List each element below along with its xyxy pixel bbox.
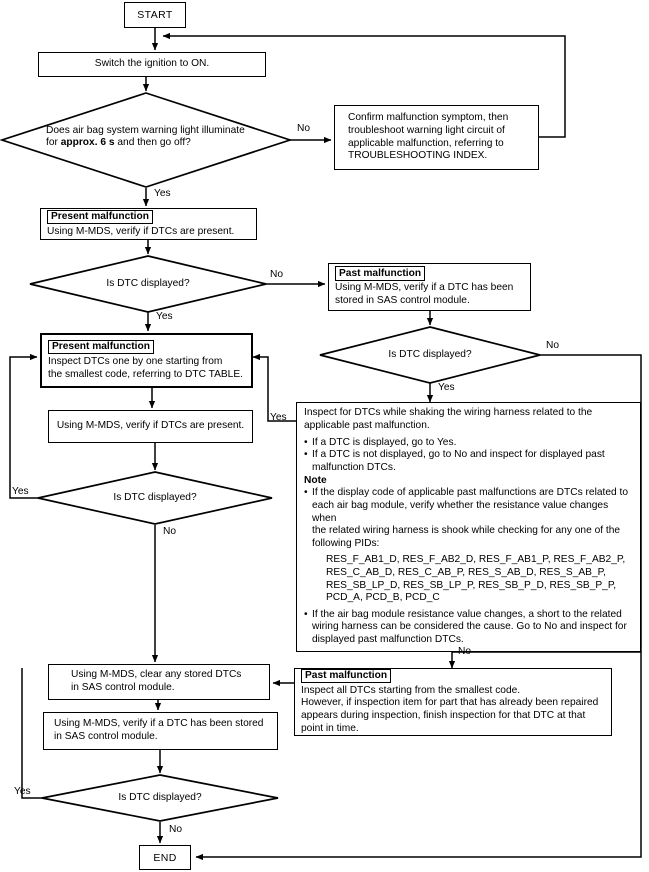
shake-bullet-1: If a DTC is displayed, go to Yes. [304, 437, 633, 450]
decision-dtc-3-label: Is DTC displayed? [113, 492, 197, 503]
edge-label-no-dtc-3: No [163, 526, 177, 537]
clear-line2: in SAS control module. [71, 682, 175, 693]
edge-label-no-warning-light: No [297, 123, 311, 134]
edge-label-yes-warning-light: Yes [154, 188, 171, 199]
confirm-line4: TROUBLESHOOTING INDEX. [348, 150, 488, 162]
note-b2-line2: wiring harness can be considered the cau… [312, 621, 627, 633]
note-b2-line3: displayed past malfunction DTCs. [312, 633, 464, 645]
decision-warning-light-line2-post: and then go off? [114, 137, 191, 149]
present-malfunction-tag-2: Present malfunction [48, 339, 154, 355]
shake-pid-list: RES_F_AB1_D, RES_F_AB2_D, RES_F_AB1_P, R… [304, 554, 633, 604]
edge-label-yes-dtc-3: Yes [12, 486, 29, 497]
shake-note-bullet-1: If the display code of applicable past m… [304, 487, 633, 550]
process-verify-dtcs-present: Using M-MDS, verify if DTCs are present. [48, 410, 253, 443]
shake-para1-line2: applicable past malfunction. [304, 420, 430, 432]
pids-line1: RES_F_AB1_D, RES_F_AB2_D, RES_F_AB1_P, R… [326, 554, 626, 566]
shake-note-bullet-2: If the air bag module resistance value c… [304, 609, 633, 647]
process-past-malfunction-verify: Past malfunction Using M-MDS, verify if … [328, 263, 531, 311]
present-inspect-content: Present malfunction Inspect DTCs one by … [42, 339, 251, 381]
present-inspect-line1: Inspect DTCs one by one starting from [48, 355, 223, 367]
shake-para1-line1: Inspect for DTCs while shaking the wirin… [304, 407, 593, 419]
process-confirm-malfunction: Confirm malfunction symptom, then troubl… [334, 105, 539, 170]
end-label: END [153, 851, 177, 864]
verify-stored-line2: in SAS control module. [54, 731, 158, 742]
confirm-line2: troubleshoot warning light circuit of [348, 124, 505, 136]
process-switch-ignition: Switch the ignition to ON. [38, 52, 266, 77]
edge-label-yes-dtc-4: Yes [14, 786, 31, 797]
past-verify-line1: Using M-MDS, verify if a DTC has been [335, 282, 514, 294]
clear-dtcs-text: Using M-MDS, clear any stored DTCs in SA… [49, 669, 269, 694]
note-b1-line2: each air bag module, verify whether the … [312, 500, 609, 524]
process-clear-dtcs: Using M-MDS, clear any stored DTCs in SA… [48, 664, 270, 700]
clear-line1: Using M-MDS, clear any stored DTCs [71, 669, 242, 681]
switch-ignition-text: Switch the ignition to ON. [94, 58, 210, 70]
past-inspect-line2: However, if inspection item for part tha… [301, 697, 599, 709]
edge-label-yes-dtc-2: Yes [438, 382, 455, 393]
past-inspect-line4: point in time. [301, 722, 359, 734]
edge-label-yes-dtc-1: Yes [156, 311, 173, 322]
verify-dtcs-present-text: Using M-MDS, verify if DTCs are present. [56, 420, 245, 432]
process-present-malfunction-verify: Present malfunction Using M-MDS, verify … [40, 208, 257, 240]
decision-warning-light-line1: Does air bag system warning light illumi… [46, 125, 245, 136]
past-malfunction-tag-2: Past malfunction [301, 668, 392, 684]
past-malfunction-tag-1: Past malfunction [335, 266, 426, 281]
verify-stored-line1: Using M-MDS, verify if a DTC has been st… [54, 718, 264, 730]
shake-note-bullets: If the display code of applicable past m… [304, 487, 633, 550]
present-malfunction-tag-1: Present malfunction [47, 209, 153, 225]
process-past-malfunction-inspect: Past malfunction Inspect all DTCs starti… [294, 668, 612, 736]
shake-harness-content: Inspect for DTCs while shaking the wirin… [297, 402, 640, 651]
decision-dtc-2-label: Is DTC displayed? [388, 349, 472, 360]
end-terminator: END [139, 845, 191, 870]
edge-label-yes-shake-back: Yes [270, 412, 287, 423]
decision-dtc-4-label: Is DTC displayed? [118, 792, 202, 803]
start-terminator: START [124, 2, 186, 28]
shake-note-heading: Note [304, 475, 327, 487]
verify-stored-text: Using M-MDS, verify if a DTC has been st… [44, 718, 277, 743]
shake-note-bullets-2: If the air bag module resistance value c… [304, 609, 633, 647]
present-inspect-line2: the smallest code, referring to DTC TABL… [48, 368, 243, 380]
edge-label-no-dtc-2: No [546, 340, 560, 351]
past-verify-content: Past malfunction Using M-MDS, verify if … [329, 266, 530, 307]
past-inspect-line3: appears during inspection, finish inspec… [301, 710, 586, 721]
past-verify-line2: stored in SAS control module. [335, 295, 470, 306]
edge-label-no-shake-down: No [458, 646, 472, 657]
pids-line4: PCD_A, PCD_B, PCD_C [326, 592, 440, 604]
wire-decision5-yes [21, 668, 45, 799]
shake-bullet-2-line2: malfunction DTCs. [312, 461, 396, 473]
decision-dtc-1-label: Is DTC displayed? [106, 278, 190, 289]
past-inspect-line1: Inspect all DTCs starting from the small… [301, 684, 521, 696]
decision-warning-light-line2-bold: approx. 6 s [60, 137, 115, 149]
decision-warning-light-label: Does air bag system warning light illumi… [46, 125, 256, 150]
shake-bullet-2: If a DTC is not displayed, go to No and … [304, 449, 633, 474]
wire-decision4-yes-loop [9, 353, 40, 499]
pids-line3: RES_SB_LP_D, RES_SB_LP_P, RES_SB_P_D, RE… [326, 579, 617, 591]
present-verify-line1: Using M-MDS, verify if DTCs are present. [47, 225, 235, 237]
shake-bullets: If a DTC is displayed, go to Yes. If a D… [304, 437, 633, 475]
process-present-malfunction-inspect: Present malfunction Inspect DTCs one by … [40, 333, 253, 388]
confirm-line1: Confirm malfunction symptom, then [348, 112, 509, 124]
note-b2-line1: If the air bag module resistance value c… [312, 608, 622, 620]
confirm-malfunction-text: Confirm malfunction symptom, then troubl… [335, 112, 538, 162]
process-shake-harness: Inspect for DTCs while shaking the wirin… [296, 402, 641, 652]
note-b1-line1: If the display code of applicable past m… [312, 487, 628, 499]
start-label: START [137, 9, 173, 21]
pids-line2: RES_C_AB_D, RES_C_AB_P, RES_S_AB_D, RES_… [326, 566, 606, 578]
shake-para1: Inspect for DTCs while shaking the wirin… [304, 407, 633, 432]
edge-label-no-dtc-4: No [169, 824, 183, 835]
present-verify-content: Present malfunction Using M-MDS, verify … [41, 209, 256, 239]
process-verify-stored: Using M-MDS, verify if a DTC has been st… [43, 712, 278, 750]
note-b1-line4: following PIDs: [312, 537, 380, 549]
past-inspect-content: Past malfunction Inspect all DTCs starti… [295, 668, 611, 735]
note-b1-line3: the related wiring harness is shook whil… [312, 525, 621, 537]
confirm-line3: applicable malfunction, referring to [348, 137, 504, 149]
edge-label-no-dtc-1: No [270, 269, 284, 280]
decision-warning-light-line2-pre: for [46, 137, 61, 149]
shake-bullet-2-line1: If a DTC is not displayed, go to No and … [312, 449, 605, 461]
